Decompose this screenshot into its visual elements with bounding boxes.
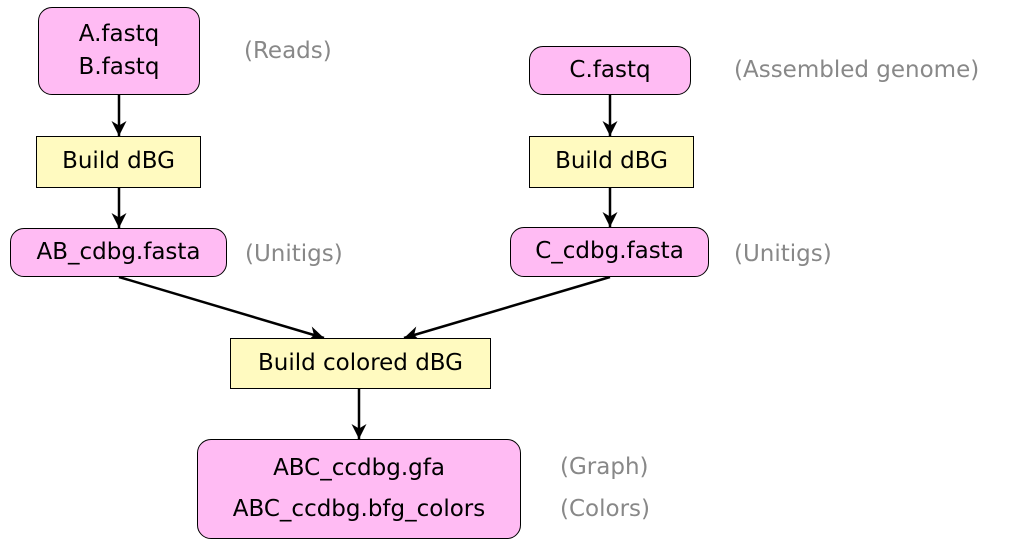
node-build-colored-dbg: Build colored dBG <box>230 338 491 389</box>
edge-c-cdbg-to-build-col <box>403 275 611 341</box>
node-label: C_cdbg.fasta <box>535 238 684 265</box>
node-reads-ab: A.fastq B.fastq <box>38 7 200 95</box>
node-build-dbg-right: Build dBG <box>529 136 694 188</box>
node-output-files: ABC_ccdbg.gfa ABC_ccdbg.bfg_colors <box>197 439 521 539</box>
edge-ab-cdbg-to-build-col <box>118 275 325 341</box>
annotation-graph: (Graph) <box>560 454 649 480</box>
node-build-dbg-left: Build dBG <box>36 136 201 188</box>
annotation-unitigs-right: (Unitigs) <box>734 241 832 267</box>
node-label: B.fastq <box>78 54 160 80</box>
node-label: Build dBG <box>555 148 668 175</box>
annotation-reads: (Reads) <box>244 38 332 64</box>
node-label: AB_cdbg.fasta <box>36 238 201 265</box>
node-label: Build colored dBG <box>257 349 464 376</box>
node-label: Build dBG <box>62 148 175 175</box>
node-genome-c: C.fastq <box>529 46 691 95</box>
node-ab-cdbg-fasta: AB_cdbg.fasta <box>10 228 227 277</box>
node-label: ABC_ccdbg.gfa <box>273 454 445 481</box>
node-label: ABC_ccdbg.bfg_colors <box>232 496 486 522</box>
annotation-unitigs-left: (Unitigs) <box>245 241 343 267</box>
annotation-colors: (Colors) <box>560 496 650 522</box>
node-label: A.fastq <box>78 20 160 47</box>
node-label: C.fastq <box>569 56 651 83</box>
annotation-assembled-genome: (Assembled genome) <box>734 57 980 83</box>
node-c-cdbg-fasta: C_cdbg.fasta <box>510 227 709 277</box>
